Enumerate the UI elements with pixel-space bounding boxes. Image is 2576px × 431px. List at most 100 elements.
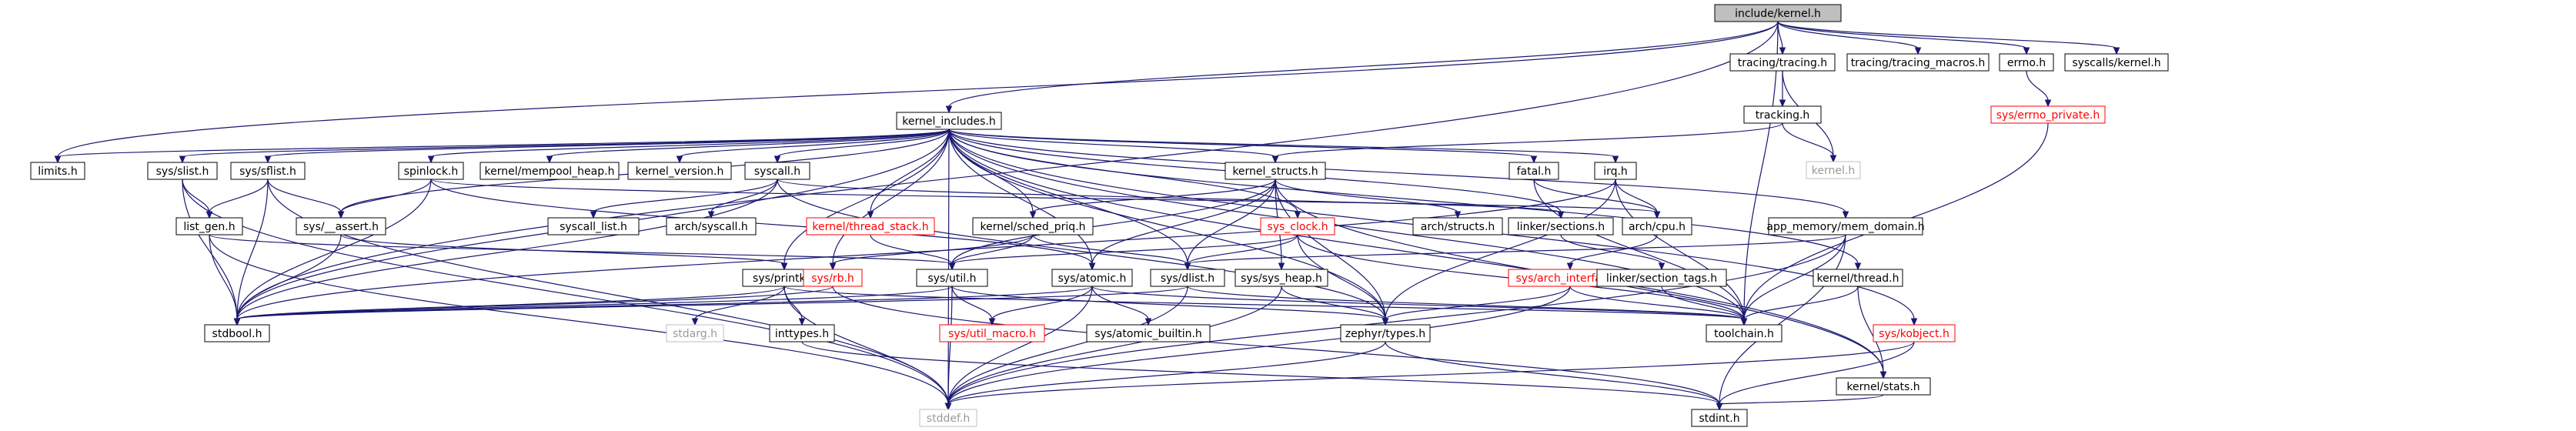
node-box <box>896 112 1002 130</box>
node-kernel-thread-stack-h[interactable]: kernel/thread_stack.h <box>806 217 935 236</box>
edge-kernel_stats_h-to-stdint_h <box>1716 394 1884 411</box>
node-errno-h[interactable]: errno.h <box>1999 53 2054 72</box>
edge-zephyr_types_h-to-stdint_h <box>1385 341 1723 411</box>
node-box <box>1990 105 2106 124</box>
node-box <box>744 162 810 180</box>
node-kernel-includes-h[interactable]: kernel_includes.h <box>896 112 1002 130</box>
node-list-gen-h[interactable]: list_gen.h <box>175 217 243 236</box>
node-irq-h[interactable]: irq.h <box>1594 162 1637 180</box>
node-sys-errno-private-h[interactable]: sys/errno_private.h <box>1990 105 2106 124</box>
node-arch-structs-h[interactable]: arch/structs.h <box>1412 217 1503 236</box>
node-label: syscall_list.h <box>560 221 627 233</box>
node-label: kernel/thread.h <box>1816 272 1899 285</box>
node-label: sys/sflist.h <box>239 165 296 178</box>
node-box <box>666 217 757 236</box>
node-label: sys/__assert.h <box>303 221 379 233</box>
node-sys-rb-h[interactable]: sys/rb.h <box>803 269 863 287</box>
node-arch-cpu-h[interactable]: arch/cpu.h <box>1622 217 1692 236</box>
node-limits-h[interactable]: limits.h <box>30 162 85 180</box>
node-box <box>175 217 243 236</box>
node-box <box>1873 324 1956 342</box>
edge-zephyr_types_h-to-stddef_h <box>944 341 1386 411</box>
node-spinlock-h[interactable]: spinlock.h <box>398 162 464 180</box>
node-tracing-h[interactable]: tracing/tracing.h <box>1729 53 1836 72</box>
node-toolchain-h[interactable]: toolchain.h <box>1706 324 1782 342</box>
node-box <box>204 324 270 342</box>
node-kernel-structs-h[interactable]: kernel_structs.h <box>1225 162 1326 180</box>
node-fatal-h[interactable]: fatal.h <box>1509 162 1559 180</box>
node-stdbool-h[interactable]: stdbool.h <box>204 324 270 342</box>
node-box <box>1813 269 1903 287</box>
node-box <box>803 269 863 287</box>
node-box <box>666 324 724 342</box>
node-label: limits.h <box>38 165 77 178</box>
node-box <box>1836 377 1931 396</box>
edge-sys_dlist_h-to-stdbool_h <box>233 286 1188 326</box>
node-label: kernel_includes.h <box>902 115 995 128</box>
node-sys-clock-h[interactable]: sys_clock.h <box>1260 217 1335 236</box>
node-box <box>147 162 218 180</box>
node-label: sys/atomic.h <box>1058 272 1127 285</box>
node-sys-util-h[interactable]: sys/util.h <box>916 269 988 287</box>
edge-kernel_includes_h-to-spinlock_h <box>427 129 950 164</box>
node-sys-util-macro-h[interactable]: sys/util_macro.h <box>939 324 1045 342</box>
node-box <box>547 217 640 236</box>
node-box <box>1999 53 2054 72</box>
node-app-memory-mem-domain-h[interactable]: app_memory/mem_domain.h <box>1766 217 1925 236</box>
node-label: sys/errno_private.h <box>1996 109 2100 122</box>
edge-kernel_structs_h-to-kernel_sched_priq_h <box>1029 179 1276 219</box>
node-linker-section-tags-h[interactable]: linker/section_tags.h <box>1596 269 1727 287</box>
node-label: include/kernel.h <box>1735 8 1821 20</box>
node-sys-slist-h[interactable]: sys/slist.h <box>147 162 218 180</box>
node-box <box>1768 217 1923 236</box>
node-kernel-mempool-heap-h[interactable]: kernel/mempool_heap.h <box>479 162 620 180</box>
node-label: sys/sys_heap.h <box>1241 272 1322 285</box>
node-box <box>230 162 306 180</box>
node-kernel-sched-priq-h[interactable]: kernel/sched_priq.h <box>972 217 1094 236</box>
node-stdarg-h: stdarg.h <box>666 324 724 342</box>
node-inttypes-h[interactable]: inttypes.h <box>769 324 835 342</box>
node-kernel-stats-h[interactable]: kernel/stats.h <box>1836 377 1931 396</box>
node-arch-syscall-h[interactable]: arch/syscall.h <box>666 217 757 236</box>
node-box <box>398 162 464 180</box>
node-label: sys/util.h <box>927 272 976 285</box>
node-box <box>1508 217 1614 236</box>
node-box <box>627 162 732 180</box>
node-linker-sections-h[interactable]: linker/sections.h <box>1508 217 1614 236</box>
node-box <box>296 217 386 236</box>
edge-sys_kobject_h-to-stddef_h <box>944 341 1915 411</box>
node-label: tracking.h <box>1756 109 1810 122</box>
graph-edges <box>54 21 2120 411</box>
node-kernel-version-h[interactable]: kernel_version.h <box>627 162 732 180</box>
node-kernel-thread-h[interactable]: kernel/thread.h <box>1813 269 1903 287</box>
node-box <box>1412 217 1503 236</box>
node-sys-kobject-h[interactable]: sys/kobject.h <box>1873 324 1956 342</box>
node-label: irq.h <box>1603 165 1628 178</box>
node-sys-assert-h[interactable]: sys/__assert.h <box>296 217 386 236</box>
edge-kernel_includes_h-to-app_memory_mem_domain_h <box>948 129 1849 219</box>
node-syscall-h[interactable]: syscall.h <box>744 162 810 180</box>
node-label: kernel.h <box>1812 165 1855 177</box>
node-tracing-macros-h[interactable]: tracing/tracing_macros.h <box>1846 53 1990 72</box>
node-box <box>2064 53 2169 72</box>
node-syscall-list-h[interactable]: syscall_list.h <box>547 217 640 236</box>
node-sys-atomic-h[interactable]: sys/atomic.h <box>1051 269 1133 287</box>
edge-errno_h-to-sys_errno_private_h <box>2026 70 2052 108</box>
node-zephyr-types-h[interactable]: zephyr/types.h <box>1340 324 1431 342</box>
node-label: sys/printk.h <box>753 272 816 285</box>
edge-sys_atomic_h-to-stddef_h <box>944 286 1093 411</box>
node-sys-sflist-h[interactable]: sys/sflist.h <box>230 162 306 180</box>
node-box <box>1235 269 1328 287</box>
node-stdint-h[interactable]: stdint.h <box>1691 409 1748 427</box>
node-sys-dlist-h[interactable]: sys/dlist.h <box>1150 269 1225 287</box>
node-kernel-h[interactable]: include/kernel.h <box>1714 4 1842 22</box>
node-sys-sys-heap-h[interactable]: sys/sys_heap.h <box>1235 269 1328 287</box>
node-tracking-h[interactable]: tracking.h <box>1743 105 1822 124</box>
node-label: kernel_version.h <box>636 165 724 178</box>
node-syscalls-kernel-h[interactable]: syscalls/kernel.h <box>2064 53 2169 72</box>
edge-kernel_h-to-kernel_includes_h <box>945 21 1779 114</box>
node-box <box>1086 324 1211 342</box>
edge-linker_sections_h-to-linker_section_tags_h <box>1560 234 1666 271</box>
node-sys-atomic-builtin-h[interactable]: sys/atomic_builtin.h <box>1086 324 1211 342</box>
edge-kernel_includes_h-to-kernel_mempool_heap_h <box>546 129 950 164</box>
